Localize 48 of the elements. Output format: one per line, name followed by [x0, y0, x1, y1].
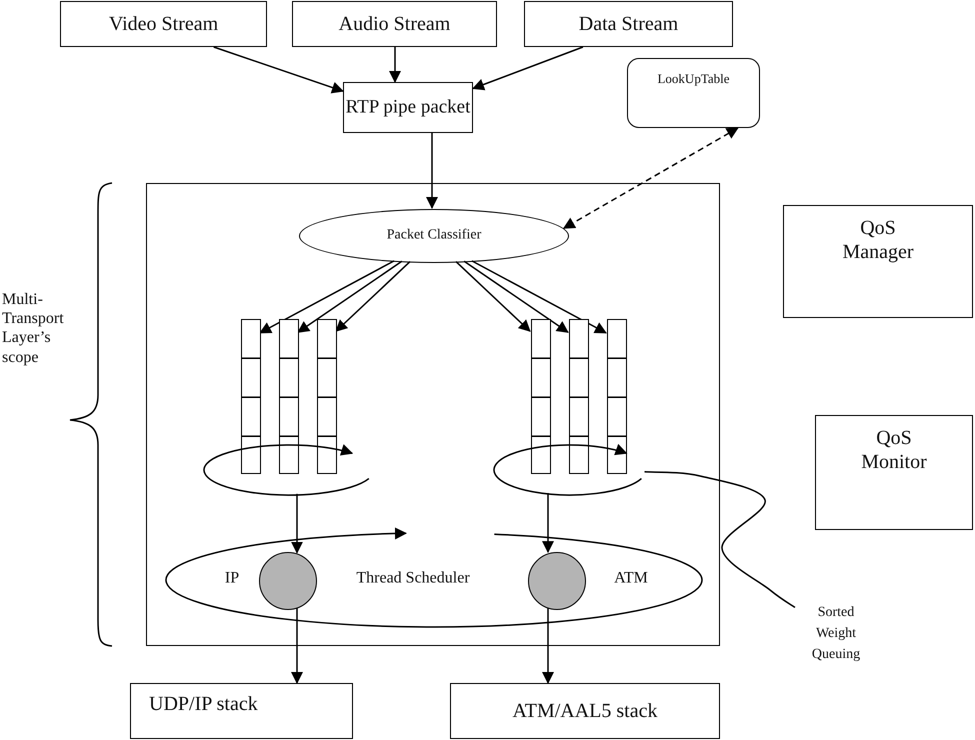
- node-label: Sorted Weight Queuing: [810, 604, 862, 664]
- queue-bar: [279, 319, 299, 474]
- arrow: [259, 260, 394, 334]
- queue-bar: [241, 319, 261, 474]
- scope-box: [146, 183, 720, 646]
- arrow: [472, 260, 607, 334]
- arrow: [562, 127, 739, 229]
- arrow: [426, 133, 438, 209]
- packet-box: [343, 82, 473, 133]
- stream-box: [60, 1, 267, 47]
- arrow: [297, 260, 402, 333]
- stream-box: [524, 1, 733, 47]
- node-label: IP: [224, 568, 240, 588]
- arrow: [455, 261, 531, 332]
- arrow: [291, 607, 303, 684]
- queue-bar: [317, 319, 337, 474]
- table-box: [627, 58, 760, 128]
- node-label: QoS Monitor: [860, 426, 928, 474]
- arrow: [335, 261, 411, 332]
- arrow: [542, 608, 554, 684]
- classifier-ellipse: [299, 209, 569, 263]
- stream-box: [292, 1, 497, 47]
- node-label: RTP pipe packet: [346, 96, 470, 119]
- node-label: LookUpTable: [658, 71, 730, 87]
- arrow: [542, 493, 554, 554]
- stack-box: [450, 683, 720, 739]
- scope-label: Multi- Transport Layer’s scope: [2, 290, 65, 367]
- node-label: Video Stream: [108, 12, 218, 36]
- leader-line: [644, 471, 796, 608]
- node-label: Data Stream: [578, 12, 678, 36]
- arrow: [464, 260, 569, 333]
- monitor-box: [815, 415, 973, 530]
- arrow: [389, 47, 401, 83]
- arrow: [472, 46, 584, 90]
- node-label: ATM: [614, 568, 648, 588]
- queue-bar: [569, 319, 589, 474]
- node-label: Audio Stream: [338, 12, 450, 36]
- queue-bar: [607, 319, 627, 474]
- arrow: [213, 46, 344, 94]
- node-label: QoS Manager: [841, 216, 915, 264]
- queue-bar: [531, 319, 551, 474]
- node-label: ATM/AAL5 stack: [512, 699, 658, 723]
- node-label: UDP/IP stack: [149, 692, 258, 716]
- stack-box: [130, 683, 353, 739]
- node-label: Packet Classifier: [386, 228, 482, 244]
- node-label: Thread Scheduler: [356, 568, 470, 588]
- manager-box: [783, 205, 973, 318]
- arrow: [291, 494, 303, 554]
